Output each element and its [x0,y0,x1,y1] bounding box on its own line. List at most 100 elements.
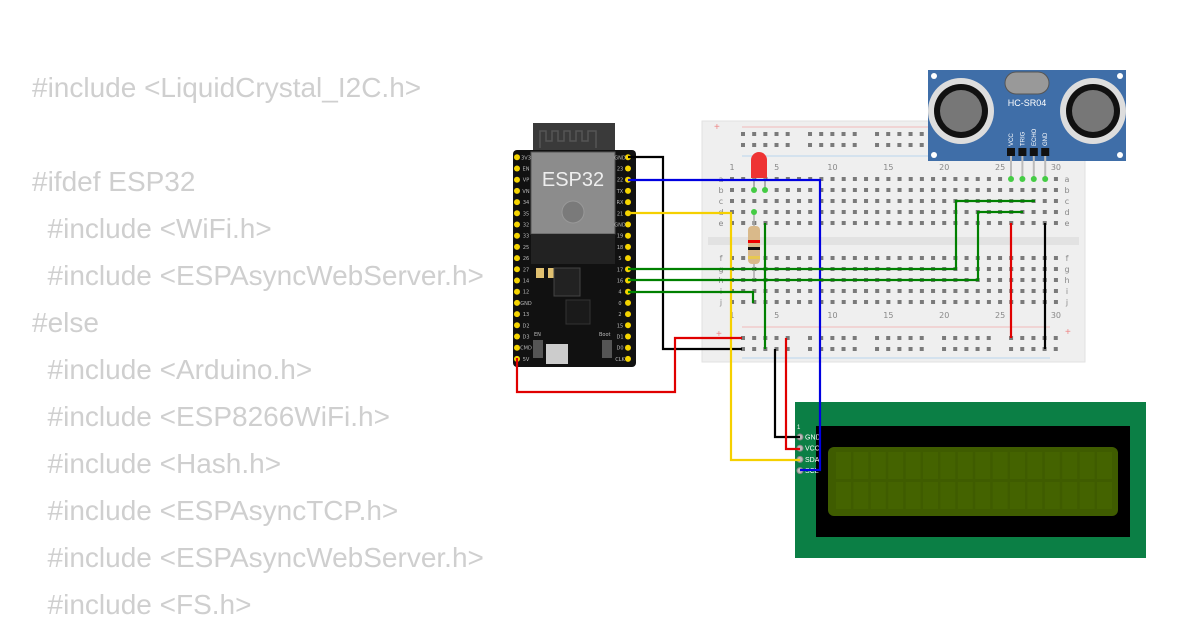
breadboard-hole[interactable] [785,289,790,293]
rail-hole[interactable] [886,132,891,136]
breadboard-hole[interactable] [1031,221,1036,225]
rail-hole[interactable] [975,336,980,340]
breadboard-hole[interactable] [1053,256,1058,260]
breadboard-hole[interactable] [1042,199,1047,203]
breadboard-hole[interactable] [942,199,947,203]
rail-hole[interactable] [830,347,835,351]
breadboard-hole[interactable] [986,188,991,192]
breadboard-hole[interactable] [931,256,936,260]
wire-echo[interactable] [628,199,1035,271]
breadboard-hole[interactable] [774,210,779,214]
breadboard-hole[interactable] [942,221,947,225]
breadboard-hole[interactable] [864,188,869,192]
breadboard-hole[interactable] [864,210,869,214]
breadboard-hole[interactable] [1020,256,1025,260]
breadboard-hole[interactable] [886,256,891,260]
rail-hole[interactable] [763,143,768,147]
esp32-pin[interactable] [514,187,520,194]
rail-hole[interactable] [1020,347,1025,351]
rail-hole[interactable] [942,336,947,340]
breadboard-hole[interactable] [774,221,779,225]
esp32-pin[interactable] [514,311,520,318]
breadboard-hole[interactable] [864,199,869,203]
breadboard-hole[interactable] [908,188,913,192]
breadboard-hole[interactable] [1031,278,1036,282]
rail-hole[interactable] [875,132,880,136]
breadboard-hole[interactable] [986,177,991,181]
breadboard-hole[interactable] [819,188,824,192]
breadboard-hole[interactable] [908,221,913,225]
breadboard-hole[interactable] [1053,188,1058,192]
rail-hole[interactable] [752,336,757,340]
rail-hole[interactable] [942,347,947,351]
rail-hole[interactable] [841,336,846,340]
breadboard-hole[interactable] [953,177,958,181]
rail-hole[interactable] [1031,347,1036,351]
rail-hole[interactable] [819,347,824,351]
rail-hole[interactable] [752,143,757,147]
esp32-pin[interactable] [514,333,520,340]
rail-hole[interactable] [808,336,813,340]
breadboard-hole[interactable] [908,199,913,203]
esp32-pin[interactable] [514,154,520,161]
breadboard-hole[interactable] [964,210,969,214]
breadboard-hole[interactable] [730,199,734,203]
breadboard-hole[interactable] [852,177,857,181]
breadboard-hole[interactable] [986,256,991,260]
breadboard-hole[interactable] [964,221,969,225]
breadboard-hole[interactable] [998,300,1003,304]
breadboard-hole[interactable] [964,188,969,192]
breadboard-hole[interactable] [808,221,813,225]
breadboard-hole[interactable] [1053,177,1058,181]
wire-5v[interactable] [515,336,742,394]
breadboard-hole[interactable] [986,221,991,225]
breadboard-hole[interactable] [741,199,746,203]
rail-hole[interactable] [897,347,902,351]
wire-led[interactable] [628,290,755,303]
breadboard-hole[interactable] [998,289,1003,293]
breadboard-hole[interactable] [897,221,902,225]
esp32-pin[interactable] [514,221,520,228]
rail-hole[interactable] [841,143,846,147]
breadboard-hole[interactable] [886,289,891,293]
breadboard-hole[interactable] [998,267,1003,271]
rail-hole[interactable] [852,336,857,340]
esp32-pin[interactable] [514,255,520,262]
rail-hole[interactable] [886,336,891,340]
breadboard-hole[interactable] [875,199,880,203]
rail-hole[interactable] [1020,336,1025,340]
rail-hole[interactable] [1053,336,1058,340]
esp32-pin[interactable] [514,210,520,217]
esp32-pin[interactable] [625,165,631,172]
esp32-pin[interactable] [625,333,631,340]
breadboard-hole[interactable] [741,210,746,214]
esp32-pin[interactable] [514,176,520,183]
breadboard-hole[interactable] [864,289,869,293]
rail-hole[interactable] [919,143,924,147]
breadboard-hole[interactable] [797,256,802,260]
rail-hole[interactable] [785,132,790,136]
wire-lcd-vcc[interactable] [784,338,800,451]
breadboard-hole[interactable] [1031,256,1036,260]
rail-hole[interactable] [752,347,757,351]
breadboard-hole[interactable] [819,300,824,304]
breadboard-hole[interactable] [785,199,790,203]
esp32-pin[interactable] [625,344,631,351]
rail-hole[interactable] [919,347,924,351]
breadboard-hole[interactable] [1053,289,1058,293]
breadboard-hole[interactable] [830,221,835,225]
breadboard-hole[interactable] [819,289,824,293]
rail-hole[interactable] [785,336,790,340]
wire-sda[interactable] [628,211,800,462]
rail-hole[interactable] [875,336,880,340]
breadboard-hole[interactable] [1020,188,1025,192]
breadboard-hole[interactable] [741,300,746,304]
rail-hole[interactable] [908,347,913,351]
breadboard-hole[interactable] [830,188,835,192]
breadboard-hole[interactable] [1020,289,1025,293]
breadboard-hole[interactable] [964,256,969,260]
breadboard-hole[interactable] [886,221,891,225]
breadboard-hole[interactable] [774,199,779,203]
breadboard-hole[interactable] [819,221,824,225]
breadboard-hole[interactable] [852,300,857,304]
